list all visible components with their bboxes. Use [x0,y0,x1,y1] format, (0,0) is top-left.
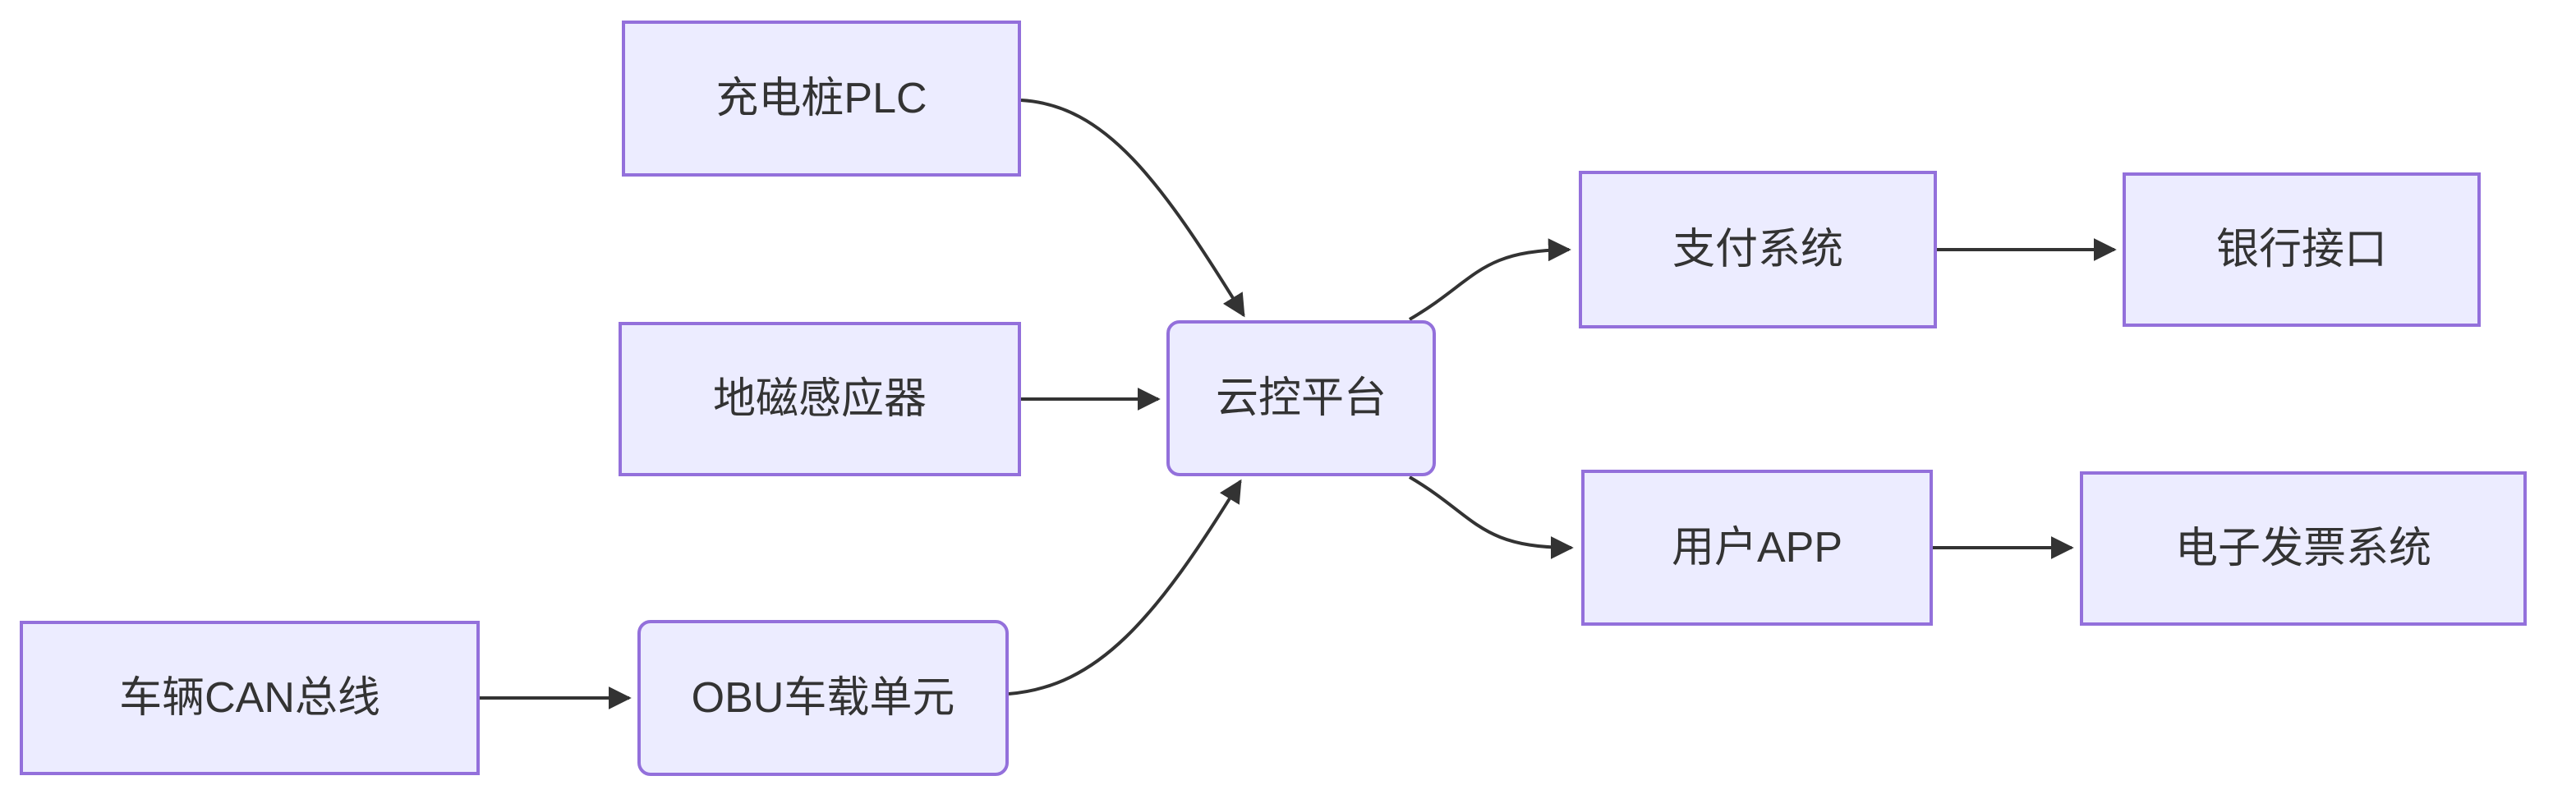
node-label: 用户APP [1671,523,1843,572]
node-label: 银行接口 [2215,225,2387,273]
node-obu-onboard-unit: OBU车载单元 [637,620,1009,776]
node-user-app: 用户APP [1581,470,1933,626]
node-label: OBU车载单元 [691,673,955,722]
edge-cloud-to-user-app [1408,475,1574,559]
node-geomagnetic-sensor: 地磁感应器 [619,322,1021,476]
node-label: 支付系统 [1672,225,1843,273]
node-payment-system: 支付系统 [1579,171,1937,328]
edge-cloud-to-payment [1408,238,1571,321]
node-cloud-control-platform: 云控平台 [1166,320,1436,476]
node-label: 地磁感应器 [712,374,927,423]
node-bank-interface: 银行接口 [2123,172,2481,327]
edge-obu-to-cloud [1008,479,1242,696]
node-vehicle-can-bus: 车辆CAN总线 [20,621,480,775]
edge-charging-plc-to-cloud [1020,99,1245,318]
node-e-invoice-system: 电子发票系统 [2080,471,2527,626]
node-label: 车辆CAN总线 [119,673,380,722]
node-label: 充电桩PLC [715,74,927,122]
node-label: 云控平台 [1215,374,1387,422]
node-label: 电子发票系统 [2174,524,2431,572]
node-charging-pile-plc: 充电桩PLC [622,21,1021,177]
